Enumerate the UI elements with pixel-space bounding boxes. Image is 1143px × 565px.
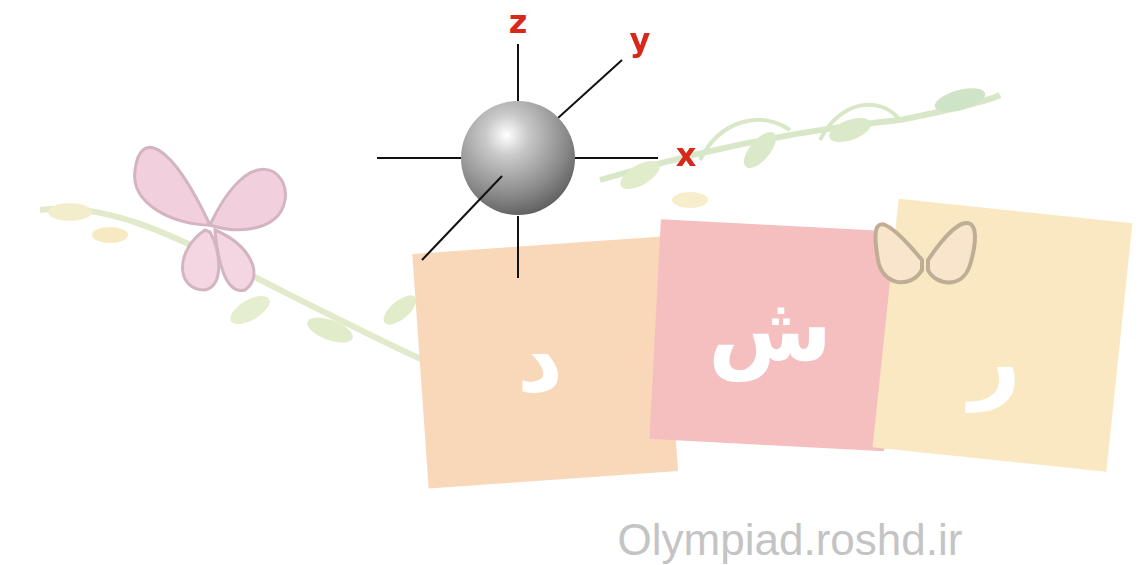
leaf <box>616 155 664 194</box>
watermark-letter: ر <box>969 315 1021 405</box>
watermark-letter: د <box>517 315 563 405</box>
butterfly <box>135 147 210 225</box>
y-axis <box>558 60 622 118</box>
vine <box>40 209 470 380</box>
watermark <box>40 84 1132 489</box>
y-axis <box>422 176 502 260</box>
leaf <box>826 113 874 147</box>
butterfly <box>215 230 254 290</box>
leaf <box>738 127 782 174</box>
butterfly <box>928 223 975 283</box>
axes <box>377 44 658 278</box>
vine <box>700 120 790 160</box>
leaf <box>92 227 128 243</box>
butterfly <box>875 224 922 282</box>
butterfly <box>210 169 285 229</box>
z-axis <box>517 44 519 102</box>
leaf <box>304 312 356 347</box>
leaf <box>932 84 987 117</box>
x-axis <box>575 157 658 159</box>
watermark-text: Olympiad.roshd.ir <box>618 518 963 562</box>
leaf <box>672 192 708 208</box>
axis-label: z <box>509 6 528 38</box>
sphere <box>461 101 575 215</box>
axis-label: x <box>676 139 697 171</box>
leaf <box>226 290 274 329</box>
watermark-letter: ش <box>708 285 832 375</box>
letter-block <box>412 237 678 489</box>
letter-block <box>649 219 895 451</box>
butterfly <box>183 230 219 290</box>
axis-label: y <box>630 24 651 56</box>
leaf <box>379 290 421 330</box>
letter-block <box>873 199 1133 472</box>
x-axis <box>377 157 462 159</box>
leaf <box>48 203 92 221</box>
z-axis <box>517 216 519 278</box>
